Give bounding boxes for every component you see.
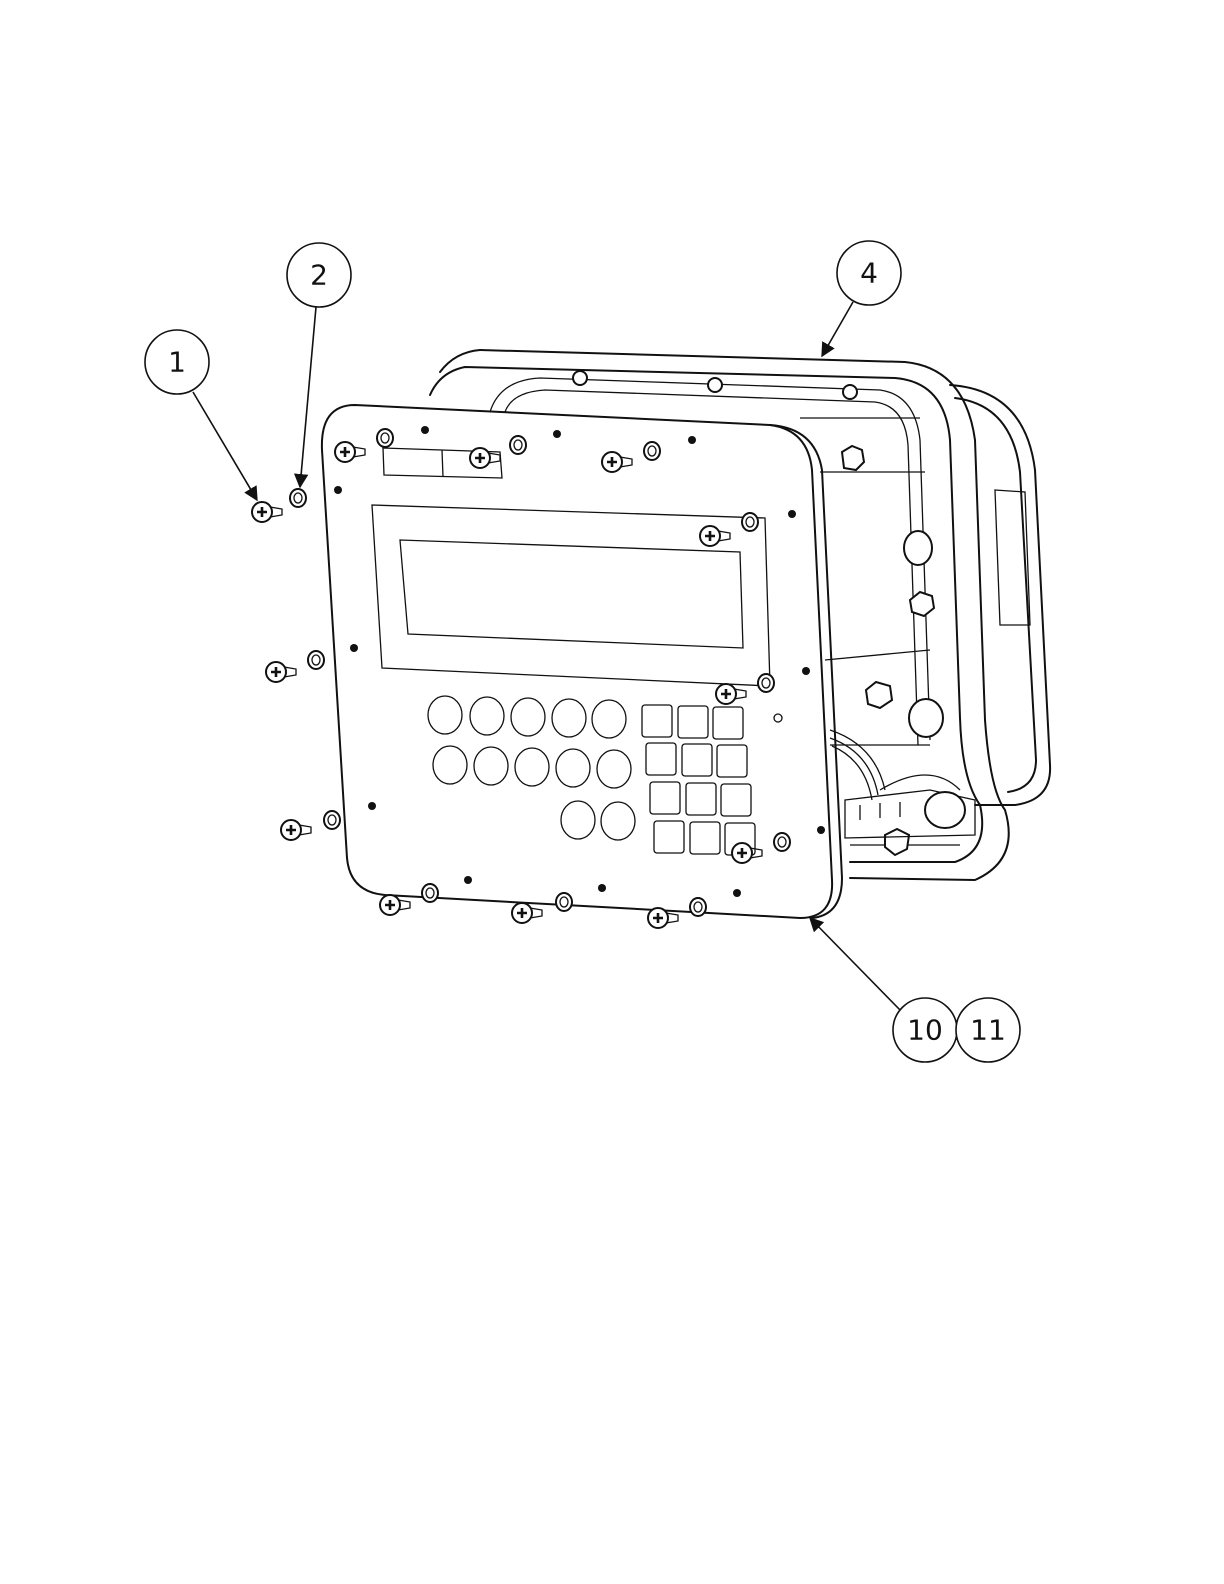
svg-text:11: 11: [970, 1014, 1006, 1047]
cable-bundle: [830, 730, 975, 838]
callout-11: 11: [956, 998, 1020, 1062]
svg-text:2: 2: [310, 259, 328, 292]
callout-2: 2: [287, 243, 351, 307]
callout-10: 10: [893, 998, 957, 1062]
svg-text:4: 4: [860, 257, 878, 290]
screw-icon: [252, 502, 282, 522]
svg-text:10: 10: [907, 1014, 943, 1047]
washer-icon: [290, 489, 306, 507]
front-panel: [322, 405, 842, 918]
svg-text:1: 1: [168, 346, 186, 379]
callout-4: 4: [837, 241, 901, 305]
callout-1: 1: [145, 330, 209, 394]
